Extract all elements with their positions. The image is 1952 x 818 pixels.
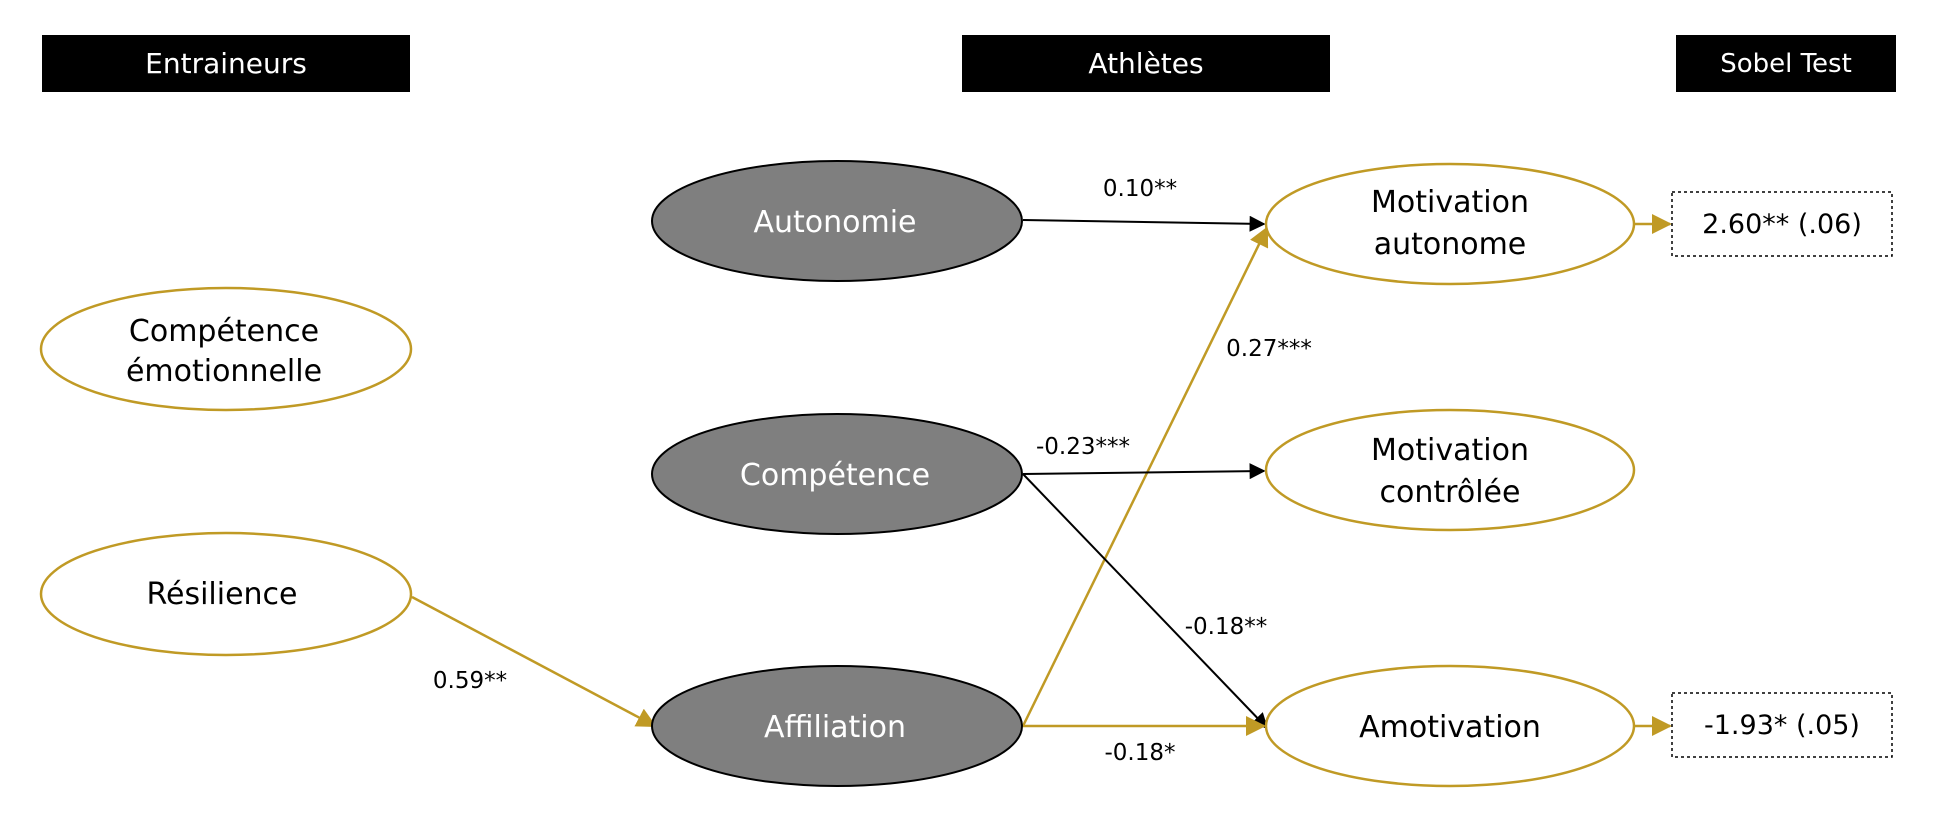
node-resilience: Résilience	[39, 531, 413, 657]
header-athletes: Athlètes	[962, 35, 1330, 92]
node-resilience-label: Résilience	[146, 577, 297, 612]
coef-affiliation-amotivation: -0.18*	[1104, 740, 1175, 766]
node-motivation-controlee: Motivation contrôlée	[1264, 408, 1636, 532]
node-autonomie: Autonomie	[651, 160, 1023, 282]
node-motivation-autonome-label-2: autonome	[1374, 227, 1527, 262]
node-motivation-controlee-label-1: Motivation	[1371, 433, 1529, 468]
node-motivation-controlee-label-2: contrôlée	[1380, 475, 1521, 510]
header-coaches: Entraineurs	[42, 35, 410, 92]
path-competence-amotivation	[1022, 473, 1269, 730]
coef-competence-amotivation: -0.18**	[1185, 614, 1268, 640]
coef-resilience-affiliation: 0.59**	[433, 668, 507, 694]
sobel-value-amotivation: -1.93* (.05)	[1704, 710, 1860, 741]
path-affiliation-motivation-autonome	[1021, 226, 1269, 727]
node-competence-label: Compétence	[740, 458, 930, 493]
coef-competence-motivation-controlee: -0.23***	[1036, 434, 1130, 460]
header-sobel: Sobel Test	[1676, 35, 1896, 92]
path-competence-motivation-controlee	[1022, 463, 1266, 480]
header-sobel-label: Sobel Test	[1720, 49, 1852, 79]
path-autonomie-motivation-autonome	[1022, 215, 1266, 232]
node-motivation-autonome: Motivation autonome	[1264, 162, 1636, 286]
node-competence: Compétence	[651, 413, 1023, 535]
node-affiliation-label: Affiliation	[764, 710, 906, 745]
coef-autonomie-motivation-autonome: 0.10**	[1103, 176, 1177, 202]
header-coaches-label: Entraineurs	[145, 47, 307, 80]
sobel-box-amotivation: -1.93* (.05)	[1671, 692, 1893, 758]
node-competence-emotionnelle-label-2: émotionnelle	[126, 354, 322, 389]
path-resilience-affiliation	[411, 595, 657, 728]
node-motivation-autonome-label-1: Motivation	[1371, 185, 1529, 220]
node-amotivation-label: Amotivation	[1359, 710, 1541, 745]
node-competence-emotionnelle: Compétence émotionnelle	[39, 286, 413, 412]
node-autonomie-label: Autonomie	[753, 205, 916, 240]
sobel-value-motivation-autonome: 2.60** (.06)	[1702, 209, 1862, 240]
coef-affiliation-motivation-autonome: 0.27***	[1226, 336, 1312, 362]
node-affiliation: Affiliation	[651, 665, 1023, 787]
header-athletes-label: Athlètes	[1088, 47, 1203, 80]
node-competence-emotionnelle-label-1: Compétence	[129, 314, 319, 349]
sobel-box-motivation-autonome: 2.60** (.06)	[1671, 191, 1893, 257]
node-amotivation: Amotivation	[1264, 664, 1636, 788]
